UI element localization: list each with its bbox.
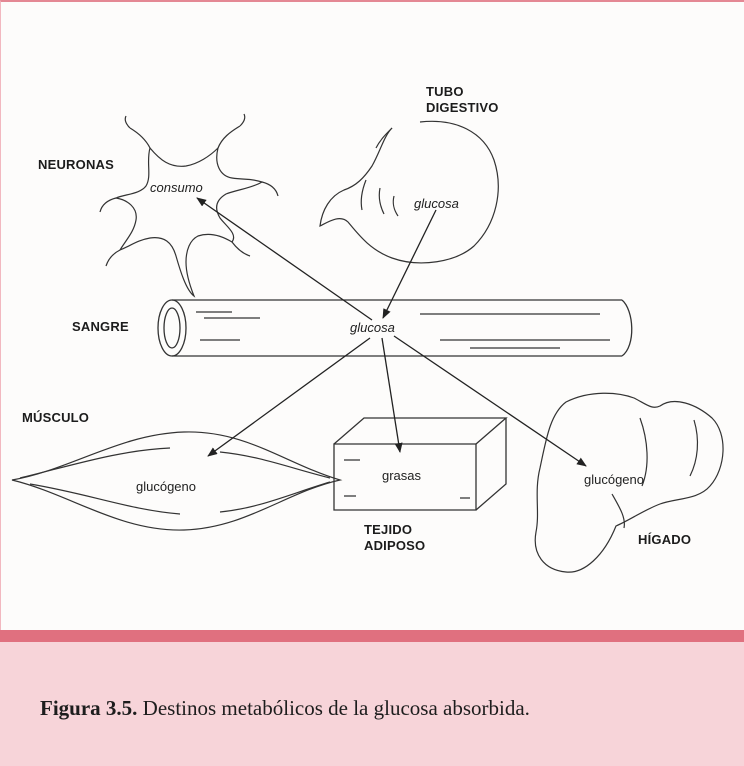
label-higado: HÍGADO	[638, 532, 691, 548]
arrow-tubo-to-sangre	[383, 210, 436, 318]
caption-text: Destinos metabólicos de la glucosa absor…	[137, 696, 530, 720]
label-tubo-line1: TUBO	[426, 84, 499, 100]
neuron-drawing	[100, 114, 278, 296]
arrow-sangre-to-neuronas	[197, 198, 372, 320]
label-tubo-digestivo: TUBO DIGESTIVO	[426, 84, 499, 116]
label-neuronas: NEURONAS	[38, 157, 114, 173]
label-tejido-line1: TEJIDO	[364, 522, 425, 538]
label-musculo: MÚSCULO	[22, 410, 89, 426]
label-tubo-line2: DIGESTIVO	[426, 100, 499, 116]
label-tejido-line2: ADIPOSO	[364, 538, 425, 554]
label-glucosa-sangre: glucosa	[350, 320, 395, 335]
label-consumo: consumo	[150, 180, 203, 195]
label-grasas: grasas	[382, 468, 421, 483]
label-sangre: SANGRE	[72, 319, 129, 335]
caption-box: Figura 3.5. Destinos metabólicos de la g…	[0, 630, 744, 766]
label-tejido-adiposo: TEJIDO ADIPOSO	[364, 522, 425, 554]
label-glucogeno-higado: glucógeno	[584, 472, 644, 487]
stomach-drawing	[320, 121, 498, 263]
label-glucosa-tubo: glucosa	[414, 196, 459, 211]
metabolic-diagram: NEURONAS TUBO DIGESTIVO SANGRE MÚSCULO T…	[0, 0, 744, 630]
blood-vessel-drawing	[158, 300, 632, 356]
caption-number: Figura 3.5.	[40, 696, 137, 720]
adipose-block-drawing	[334, 418, 506, 510]
figure-caption: Figura 3.5. Destinos metabólicos de la g…	[40, 696, 530, 721]
arrow-sangre-to-adiposo	[382, 338, 400, 452]
label-glucogeno-musculo: glucógeno	[136, 479, 196, 494]
